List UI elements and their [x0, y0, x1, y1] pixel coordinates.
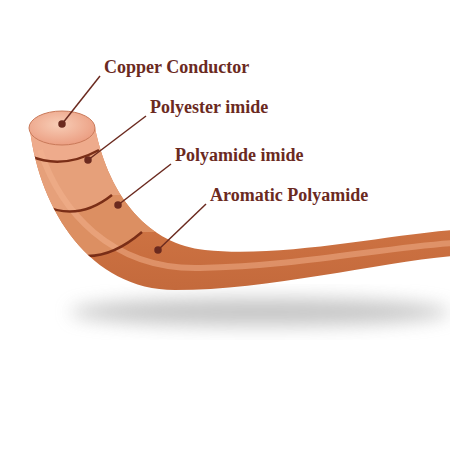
part-label: Polyester imide — [150, 96, 268, 118]
part-label: Aromatic Polyamide — [210, 184, 368, 206]
part-label: Polyamide imide — [175, 144, 304, 166]
part-label: Copper Conductor — [104, 56, 249, 78]
label-holder: Copper Conductor — [104, 56, 249, 78]
label-holder: Polyester imide — [150, 96, 268, 118]
label-holder: Polyamide imide — [175, 144, 304, 166]
wire-shadow — [70, 298, 450, 326]
label-holder: Aromatic Polyamide — [210, 184, 368, 206]
conductor-face — [29, 111, 95, 145]
